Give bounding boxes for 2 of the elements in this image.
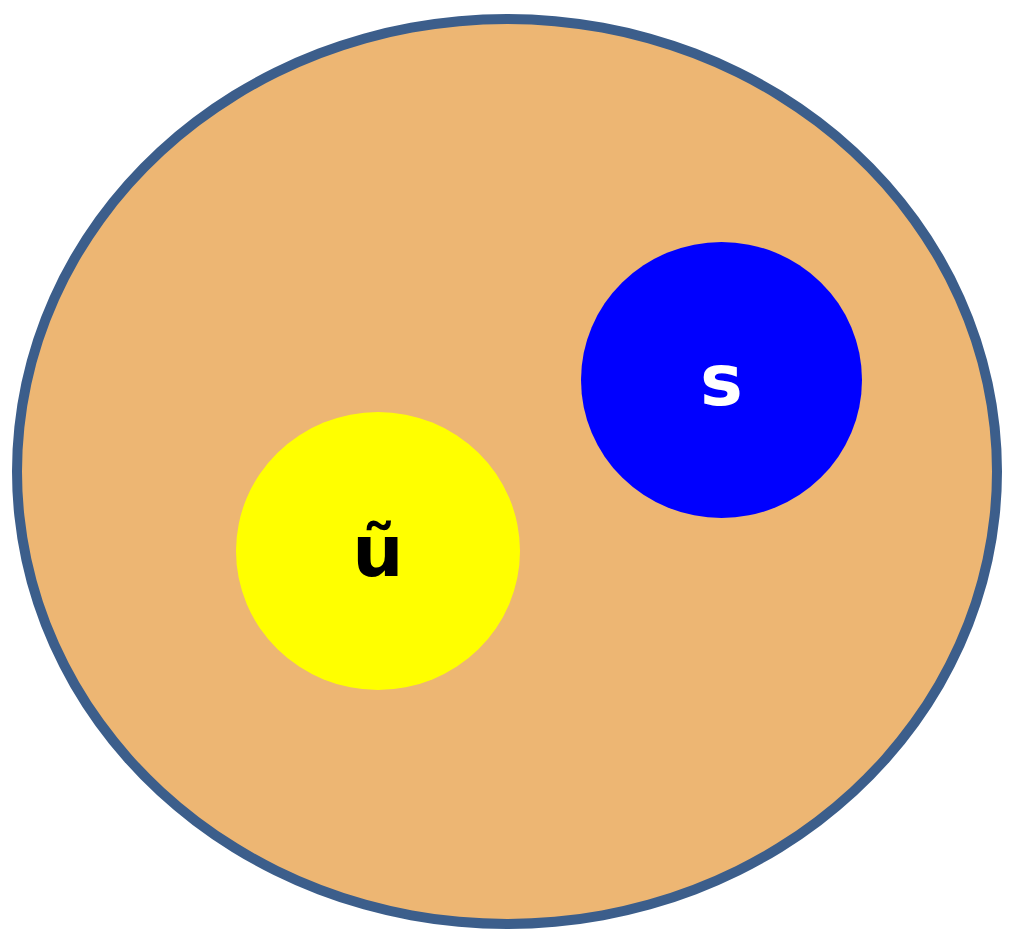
symbol-label: ũ [352, 515, 404, 587]
symbol-label: s [700, 344, 743, 416]
